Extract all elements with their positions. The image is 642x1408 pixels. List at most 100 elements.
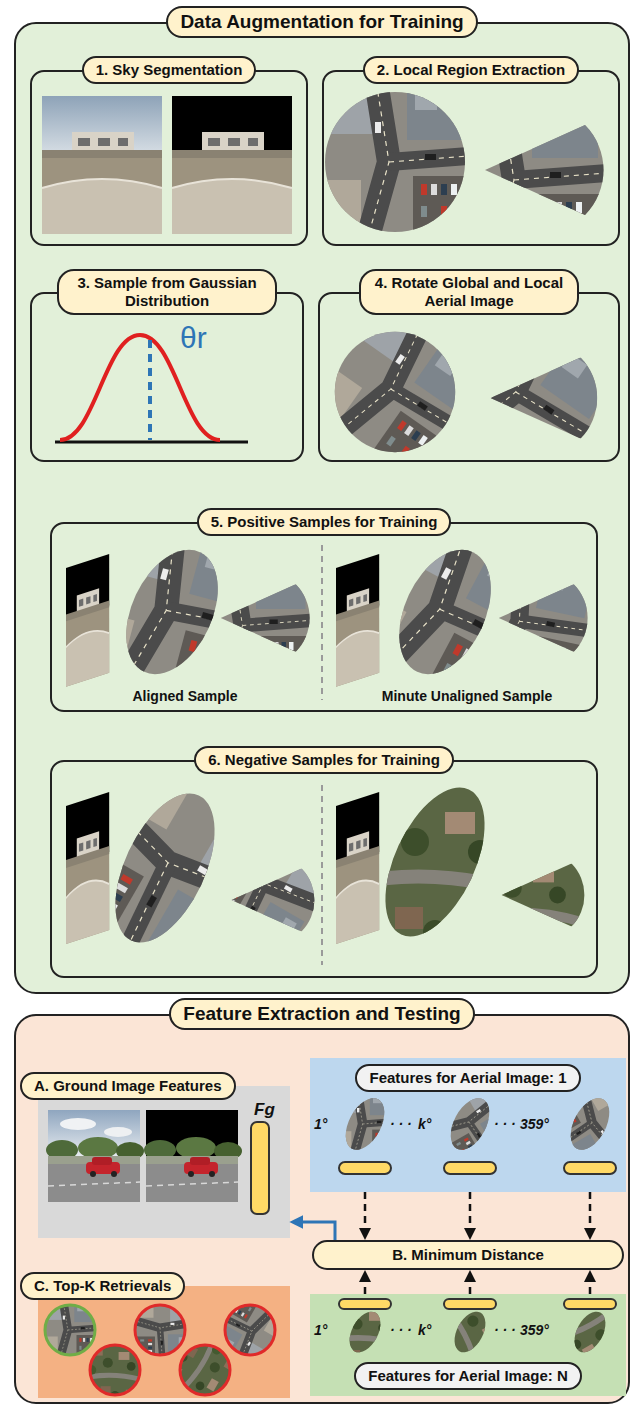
illustration-part <box>79 1334 151 1406</box>
illustration-part <box>66 554 109 687</box>
illustration-part <box>444 1299 496 1309</box>
node-title: Feature Extraction and Testing <box>169 998 474 1031</box>
connector-arrow <box>364 1192 367 1236</box>
illustration-part <box>420 80 620 280</box>
annotation-label: k° <box>418 1116 444 1133</box>
illustration-part <box>225 1305 275 1355</box>
annotation-label: θr <box>180 320 230 356</box>
aerial-feature-set-n <box>325 1277 642 1386</box>
rotated-aerial-sector <box>395 270 642 521</box>
node-title: Data Augmentation for Training <box>166 6 477 39</box>
illustration-part <box>564 1299 616 1309</box>
illustration-part <box>444 1162 496 1174</box>
node-title: 5. Positive Samples for Training <box>197 508 452 536</box>
illustration-part <box>28 731 301 1004</box>
illustration-part <box>336 554 379 687</box>
illustration-part <box>66 554 109 687</box>
illustration-part <box>275 272 515 512</box>
illustration-part <box>46 1110 144 1202</box>
illustration-part <box>336 554 379 687</box>
illustration-part <box>90 1345 140 1395</box>
illustration-part <box>135 1305 185 1355</box>
annotation-label: 1° <box>314 1116 338 1133</box>
illustration-part <box>66 792 109 944</box>
annotation-label: Aligned Sample <box>95 688 275 705</box>
illustration-part <box>156 1321 254 1408</box>
connector-arrow <box>469 1192 472 1236</box>
annotation-label: 359° <box>520 1116 562 1133</box>
illustration-part <box>166 791 357 982</box>
connector-arrow <box>589 1274 592 1294</box>
illustration-part <box>46 1110 144 1202</box>
node-title: 6. Negative Samples for Training <box>194 746 454 774</box>
connector-arrow <box>364 1274 367 1294</box>
gaussian-plot <box>55 335 248 442</box>
illustration-part <box>395 270 642 521</box>
illustration-part <box>415 1069 524 1178</box>
node-title: 1. Sky Segmentation <box>82 56 257 84</box>
illustration-part <box>456 832 596 972</box>
node-title: 2. Local Region Extraction <box>363 56 579 84</box>
illustration-part <box>336 792 379 944</box>
illustration-part <box>435 533 613 711</box>
illustration-part <box>156 1321 254 1408</box>
annotation-label: k° <box>418 1322 444 1339</box>
connector-arrow <box>294 1222 335 1240</box>
illustration-part <box>336 792 379 944</box>
process-box: B. Minimum Distance <box>312 1240 624 1270</box>
illustration-part <box>535 1069 642 1178</box>
illustration-part <box>79 1334 151 1406</box>
illustration-part <box>535 1277 642 1386</box>
node-title: 4. Rotate Global and Local Aerial Image <box>359 269 579 315</box>
illustration-part <box>321 545 323 700</box>
illustration-part <box>535 1277 642 1386</box>
illustration-part <box>251 1122 269 1214</box>
annotation-label: · · · <box>494 1322 520 1339</box>
annotation-label: 359° <box>520 1322 562 1339</box>
illustration-part <box>172 551 322 701</box>
illustration-part <box>66 792 109 944</box>
illustration-part <box>295 62 495 262</box>
node-title: B. Minimum Distance <box>314 1242 622 1268</box>
illustration-part <box>172 551 322 701</box>
illustration-part <box>339 1162 391 1174</box>
annotation-label: · · · <box>494 1116 520 1133</box>
annotation-label: Fg <box>254 1100 288 1120</box>
illustration-part <box>435 533 613 711</box>
aerial-feature-set-1 <box>325 1069 642 1178</box>
illustration-part <box>339 1299 391 1309</box>
illustration-part <box>28 731 301 1004</box>
illustration-part <box>144 1110 242 1202</box>
illustration-part <box>172 551 322 701</box>
segmented-panorama <box>172 96 292 234</box>
illustration-part <box>28 731 301 1004</box>
illustration-part <box>180 1345 230 1395</box>
illustration-part <box>275 272 515 512</box>
illustration-part <box>335 762 535 962</box>
aerial-sector <box>420 80 620 280</box>
illustration-part <box>144 1110 242 1202</box>
illustration-part <box>564 1162 616 1174</box>
annotation-label: Minute Unaligned Sample <box>352 688 582 705</box>
annotation-label: 1° <box>314 1322 338 1339</box>
annotation-label: · · · <box>390 1116 416 1133</box>
illustration-part <box>79 1334 151 1406</box>
connector-arrow <box>589 1192 592 1236</box>
illustration-part <box>435 533 613 711</box>
illustration-part <box>335 762 535 962</box>
ground-feature-images <box>46 1110 269 1214</box>
illustration-part <box>456 832 596 972</box>
connector-arrow <box>469 1274 472 1294</box>
illustration-part <box>395 270 642 521</box>
negative-samples <box>28 731 596 1004</box>
illustration-part <box>166 791 357 982</box>
aerial-circle <box>295 62 495 262</box>
node-title: C. Top-K Retrievals <box>20 1272 185 1300</box>
illustration-part <box>148 340 152 440</box>
connectors <box>294 1192 590 1294</box>
retrieval-circles <box>34 1281 299 1408</box>
node-title: Features for Aerial Image: 1 <box>355 1064 580 1092</box>
node-title: Features for Aerial Image: N <box>354 1362 582 1390</box>
